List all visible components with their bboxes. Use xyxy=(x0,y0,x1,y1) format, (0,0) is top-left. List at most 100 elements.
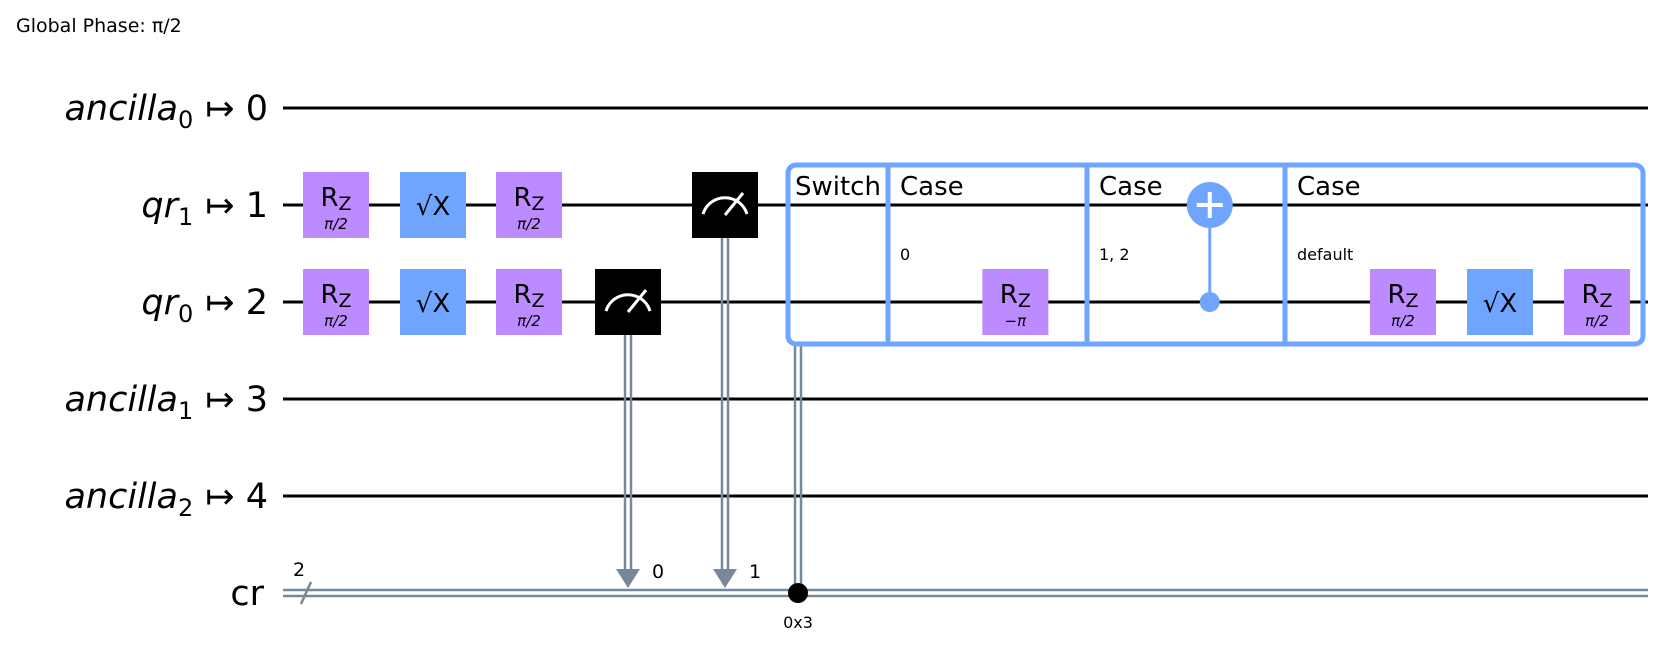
cx-control-dot xyxy=(1199,292,1220,312)
rz-gate-letter: R xyxy=(513,280,531,310)
qubit-mapping: ↦ 4 xyxy=(205,477,268,517)
qubit-mapping: ↦ 2 xyxy=(205,283,268,323)
classical-register-label: cr xyxy=(230,574,264,614)
rz-gate-box xyxy=(496,172,562,238)
rz-gate-sub: Z xyxy=(339,290,352,312)
qubit-label-4: ancilla2 ↦ 4 xyxy=(64,477,268,522)
measure-meter-arc xyxy=(604,293,652,312)
measure-gate: 1 xyxy=(692,172,761,588)
qubit-mapping: ↦ 3 xyxy=(205,380,268,420)
rz-gate-param: π/2 xyxy=(1585,312,1609,330)
wires-layer: 2 xyxy=(283,106,1648,605)
rz-gate-label: RZ xyxy=(1387,280,1418,312)
case-title: Case xyxy=(1099,172,1163,202)
rz-gate-box xyxy=(303,172,369,238)
sx-gate-box xyxy=(400,269,466,335)
case-title: Case xyxy=(900,172,964,202)
switch-outline xyxy=(785,162,1646,347)
rz-gate-sub: Z xyxy=(1600,290,1613,312)
sx-gate: √X xyxy=(1467,269,1533,335)
case-values: default xyxy=(1297,245,1353,264)
switch-target-value: 0x3 xyxy=(783,613,813,632)
qubit-subscript: 1 xyxy=(178,203,193,231)
rz-gate-param: π/2 xyxy=(324,215,348,233)
measure-box xyxy=(595,269,661,335)
qubit-subscript: 0 xyxy=(178,300,193,328)
measure-meter-needle xyxy=(626,289,648,313)
rz-gate-param: −π xyxy=(1005,312,1028,330)
qubit-subscript: 2 xyxy=(178,494,193,522)
register-size: 2 xyxy=(293,559,305,581)
rz-gate-letter: R xyxy=(1000,280,1018,310)
rz-gate-letter: R xyxy=(513,183,531,213)
sx-gate-box xyxy=(1467,269,1533,335)
qubit-label-1: qr1 ↦ 1 xyxy=(141,186,268,231)
qubit-name: qr xyxy=(141,186,180,226)
qubit-label-2: qr0 ↦ 2 xyxy=(141,283,268,328)
qubit-name: qr xyxy=(141,283,180,323)
qubit-label-0: ancilla0↦ 0 xyxy=(64,89,268,134)
rz-gate-sub: Z xyxy=(532,290,545,312)
switch-title: Switch xyxy=(795,172,881,202)
rz-gate-box xyxy=(1370,269,1436,335)
rz-gate-sub: Z xyxy=(1406,290,1419,312)
sx-gate: √X xyxy=(400,269,466,335)
case-block-1: Case 1, 2 xyxy=(1099,172,1233,312)
sx-gate-label: √X xyxy=(416,289,450,319)
case-values: 1, 2 xyxy=(1099,245,1130,264)
rz-gate: RZπ/2 xyxy=(1564,269,1630,335)
rz-gate-param: π/2 xyxy=(324,312,348,330)
case-values: 0 xyxy=(900,245,910,264)
qubit-name: ancilla xyxy=(64,380,178,420)
rz-gate-sub: Z xyxy=(1018,290,1031,312)
rz-gate-label: RZ xyxy=(513,183,544,215)
rz-gate: RZπ/2 xyxy=(496,269,562,335)
qubit-mapping: ↦ 1 xyxy=(205,186,268,226)
measure-arrow xyxy=(616,569,640,588)
rz-gate: RZπ/2 xyxy=(1370,269,1436,335)
register-slash xyxy=(299,581,313,605)
rz-gate-box xyxy=(982,269,1049,335)
case-title: Case xyxy=(1297,172,1361,202)
measure-gate: 0 xyxy=(595,269,664,588)
rz-gate-label: RZ xyxy=(1581,280,1612,312)
rz-gate: RZπ/2 xyxy=(496,172,562,238)
rz-gate: RZ−π xyxy=(982,269,1049,335)
qubit-mapping: ↦ 0 xyxy=(205,89,268,129)
rz-gate-letter: R xyxy=(320,280,338,310)
rz-gate-letter: R xyxy=(320,183,338,213)
rz-gate-label: RZ xyxy=(513,280,544,312)
rz-gate-sub: Z xyxy=(532,193,545,215)
sx-gate: √X xyxy=(400,172,466,238)
case-block-0: Case 0RZ−π xyxy=(900,172,1049,335)
rz-gate-box xyxy=(303,269,369,335)
rz-gate-param: π/2 xyxy=(517,312,541,330)
qubit-subscript: 0 xyxy=(178,106,193,134)
sx-gate-label: √X xyxy=(1483,289,1517,319)
measure-box xyxy=(692,172,758,238)
qubit-label-3: ancilla1↦ 3 xyxy=(64,380,268,425)
rz-gate: RZπ/2 xyxy=(303,269,369,335)
measure-meter-arc xyxy=(701,196,749,215)
sx-gate-box xyxy=(400,172,466,238)
measure-meter-needle xyxy=(723,192,745,216)
rz-gate-param: π/2 xyxy=(517,215,541,233)
rz-gate-box xyxy=(496,269,562,335)
rz-gate-box xyxy=(1564,269,1630,335)
rz-gate-letter: R xyxy=(1387,280,1405,310)
rz-gate: RZπ/2 xyxy=(303,172,369,238)
qubit-name: ancilla xyxy=(64,477,178,517)
measure-clbit-label: 1 xyxy=(749,561,761,583)
rz-gate-label: RZ xyxy=(320,183,351,215)
switch-condition-dot xyxy=(788,583,808,603)
global-phase-label: Global Phase: π/2 xyxy=(16,15,182,37)
measure-arrow xyxy=(713,569,737,588)
rz-gate-label: RZ xyxy=(320,280,351,312)
sx-gate-label: √X xyxy=(416,192,450,222)
rz-gate-sub: Z xyxy=(339,193,352,215)
